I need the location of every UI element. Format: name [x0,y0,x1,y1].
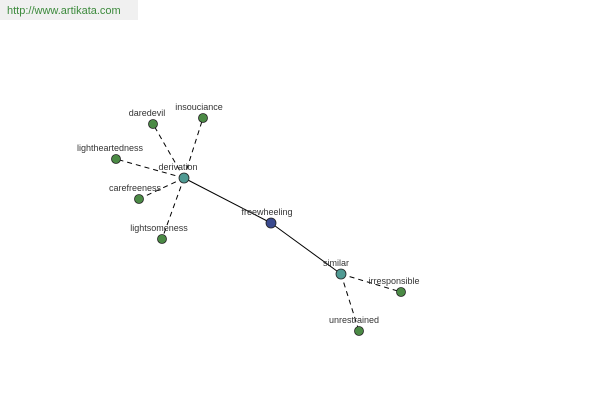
node-label-lightheartedness[interactable]: lightheartedness [77,143,144,153]
node-label-similar[interactable]: similar [323,258,349,268]
graph-labels: freewheeling derivation similar daredevil in… [77,102,420,325]
node-unrestrained[interactable] [354,326,364,336]
node-carefreeness[interactable] [134,194,144,204]
node-label-unrestrained[interactable]: unrestrained [329,315,379,325]
node-label-daredevil[interactable]: daredevil [129,108,166,118]
node-lightsomeness[interactable] [157,234,167,244]
node-similar[interactable] [335,268,347,280]
edge-derivation-insouciance [183,117,204,179]
node-lightheartedness[interactable] [111,154,121,164]
node-freewheeling[interactable] [265,217,277,229]
node-label-derivation[interactable]: derivation [158,162,197,172]
node-irresponsible[interactable] [396,287,406,297]
node-derivation[interactable] [178,172,190,184]
node-label-carefreeness[interactable]: carefreeness [109,183,162,193]
node-label-lightsomeness[interactable]: lightsomeness [130,223,188,233]
edge-similar-irresponsible [340,273,402,293]
node-insouciance[interactable] [198,113,208,123]
edge-similar-unrestrained [340,273,360,332]
node-label-insouciance[interactable]: insouciance [175,102,223,112]
edge-freewheeling-derivation [183,177,272,224]
node-daredevil[interactable] [148,119,158,129]
graph-nodes [111,113,406,336]
watermark-box: http://www.artikata.com [0,0,138,20]
node-label-freewheeling[interactable]: freewheeling [241,207,292,217]
edge-derivation-lightheartedness [115,158,185,179]
edge-derivation-daredevil [152,123,185,179]
graph-edges [115,117,402,332]
watermark-link[interactable]: http://www.artikata.com [7,5,121,17]
edge-freewheeling-similar [270,222,342,275]
node-label-irresponsible[interactable]: irresponsible [368,276,419,286]
edge-derivation-lightsomeness [161,177,185,240]
